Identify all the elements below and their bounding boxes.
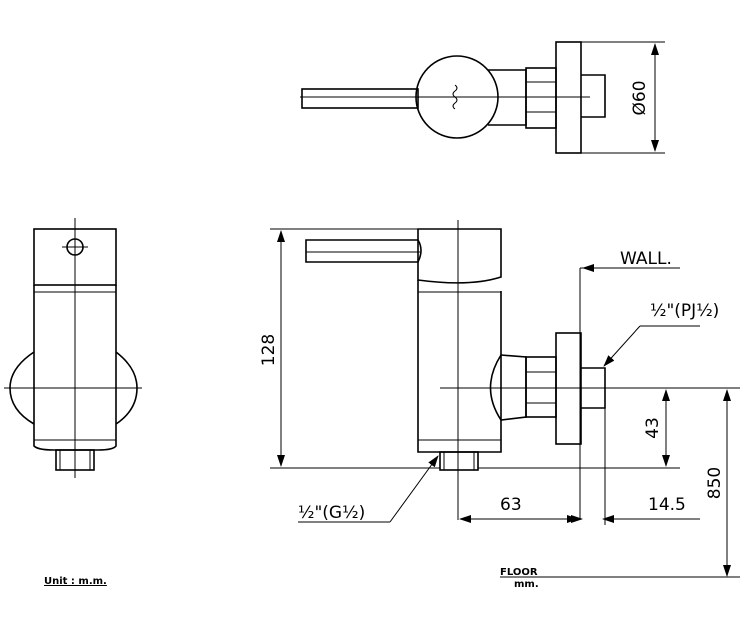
top-view-lever xyxy=(301,88,419,109)
unit-label: Unit : m.m. xyxy=(44,576,107,587)
diameter-label: Ø60 xyxy=(630,80,650,115)
side-view-body xyxy=(417,280,502,453)
outlet-thread-label: ½"(G½) xyxy=(298,503,365,523)
front-view xyxy=(4,218,142,478)
wall-gap-label: 14.5 xyxy=(648,495,686,515)
side-view-lever xyxy=(305,239,422,263)
side-view-cap xyxy=(417,228,502,284)
floor-label: FLOOR xyxy=(500,567,538,578)
offset-label: 43 xyxy=(643,417,663,439)
side-view-hex-nut xyxy=(525,356,557,418)
depth-label: 63 xyxy=(500,495,522,515)
floor-unit-label: mm. xyxy=(514,579,539,590)
floor-height-label: 850 xyxy=(705,467,725,499)
top-view-connector xyxy=(581,74,606,118)
top-view-hex-nut xyxy=(525,67,557,129)
side-view-outlet xyxy=(439,451,479,471)
side-view: WALL. xyxy=(305,220,740,520)
inlet-thread-label: ½"(PJ½) xyxy=(650,301,719,321)
height-label: 128 xyxy=(259,334,279,366)
dimensions: 128 43 850 63 14.5 ½"(PJ½) ½"(G½) FLOOR … xyxy=(44,228,740,590)
top-view: Ø60 xyxy=(300,41,665,154)
wall-label: WALL. xyxy=(620,249,672,269)
side-view-elbow xyxy=(489,354,527,421)
